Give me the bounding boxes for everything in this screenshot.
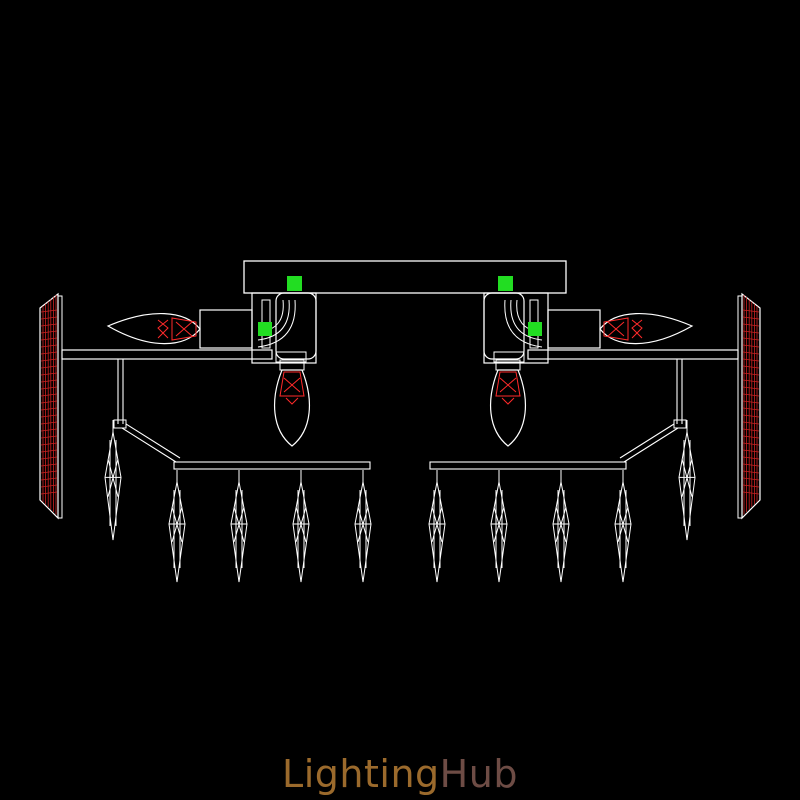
right-hanging-bulb bbox=[489, 359, 527, 447]
right-crystal-4 bbox=[490, 470, 508, 583]
right-horizontal-bulb bbox=[547, 309, 694, 349]
left-connector-top bbox=[287, 276, 302, 291]
left-crystal-4 bbox=[292, 470, 310, 583]
right-half bbox=[428, 276, 761, 583]
right-horizontal-filament bbox=[603, 317, 643, 341]
right-crystals bbox=[428, 420, 696, 583]
left-crystals bbox=[104, 420, 372, 583]
right-main-arm bbox=[527, 349, 739, 360]
canopy-plate bbox=[243, 260, 567, 294]
right-crystal-5 bbox=[428, 470, 446, 583]
left-hanging-bulb bbox=[273, 359, 311, 447]
left-horizontal-bulb bbox=[106, 309, 253, 349]
left-hanging-filament bbox=[279, 371, 305, 405]
left-half bbox=[39, 260, 567, 583]
right-crystal-bar bbox=[429, 461, 627, 470]
right-hanging-filament bbox=[495, 371, 521, 405]
watermark-part-hub: Hub bbox=[439, 752, 518, 796]
right-connector-top bbox=[498, 276, 513, 291]
right-side-shade bbox=[737, 292, 761, 520]
left-crystal-bar bbox=[173, 461, 371, 470]
right-crystal-1 bbox=[678, 420, 696, 541]
watermark-part-lighting: Lighting bbox=[282, 752, 440, 796]
left-main-arm bbox=[61, 349, 273, 360]
right-crystal-2 bbox=[614, 470, 632, 583]
left-side-shade bbox=[39, 292, 63, 520]
right-connector-side bbox=[528, 322, 542, 336]
right-hub bbox=[483, 276, 549, 364]
left-connector-side bbox=[258, 322, 272, 336]
lightinghub-watermark: LightingHub bbox=[0, 748, 800, 800]
left-crystal-3 bbox=[230, 470, 248, 583]
left-crystal-5 bbox=[354, 470, 372, 583]
left-crystal-1 bbox=[104, 420, 122, 541]
left-horizontal-filament bbox=[157, 317, 197, 341]
left-crystal-2 bbox=[168, 470, 186, 583]
right-crystal-3 bbox=[552, 470, 570, 583]
